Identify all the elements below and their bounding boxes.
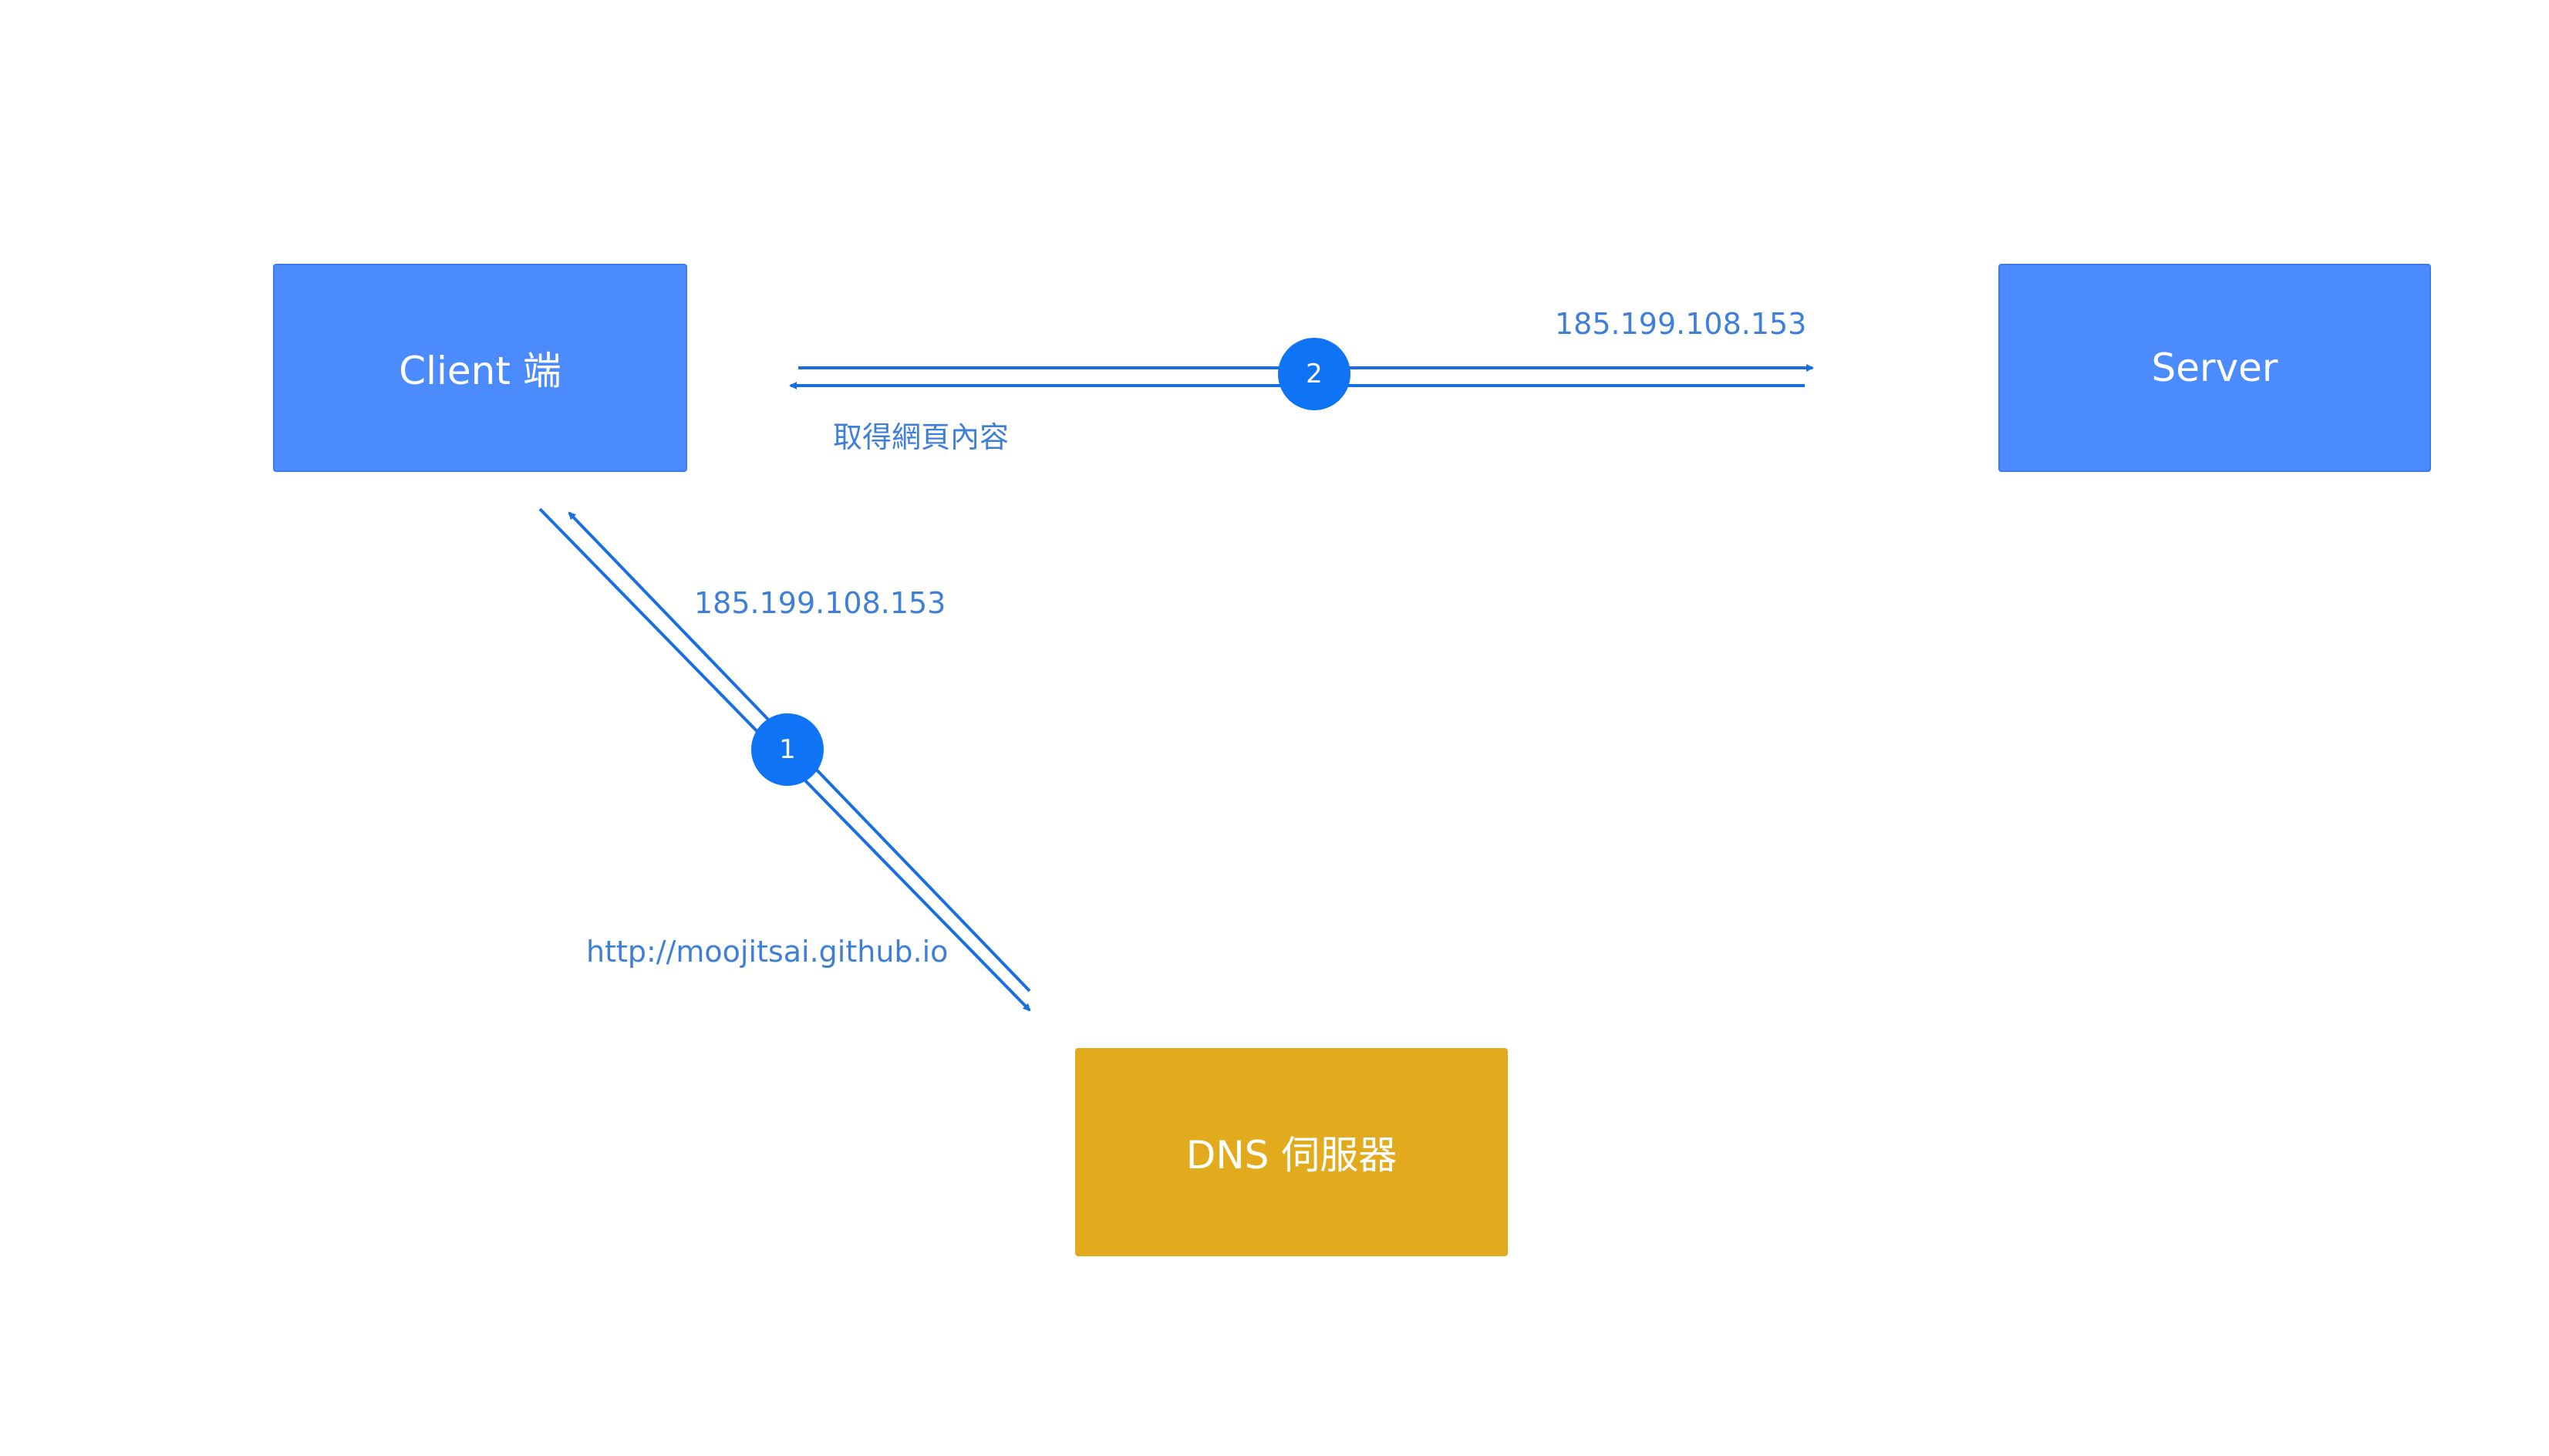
server-node: Server (1998, 264, 2431, 472)
fetch-content-label: 取得網頁內容 (833, 420, 1010, 454)
dns-request-url-label: http://moojitsai.github.io (586, 935, 949, 969)
dns-server-node-label: DNS 伺服器 (1185, 1133, 1398, 1178)
step-1-badge: 1 (751, 713, 824, 786)
step-1-number: 1 (779, 734, 796, 765)
step-2-badge: 2 (1278, 338, 1350, 410)
dns-server-node: DNS 伺服器 (1075, 1048, 1508, 1256)
server-ip-label: 185.199.108.153 (1555, 307, 1807, 341)
dns-response-ip-label: 185.199.108.153 (694, 586, 946, 620)
client-node: Client 端 (273, 264, 687, 472)
step-2-number: 2 (1306, 359, 1323, 389)
client-node-label: Client 端 (399, 349, 561, 393)
server-node-label: Server (2151, 345, 2278, 390)
